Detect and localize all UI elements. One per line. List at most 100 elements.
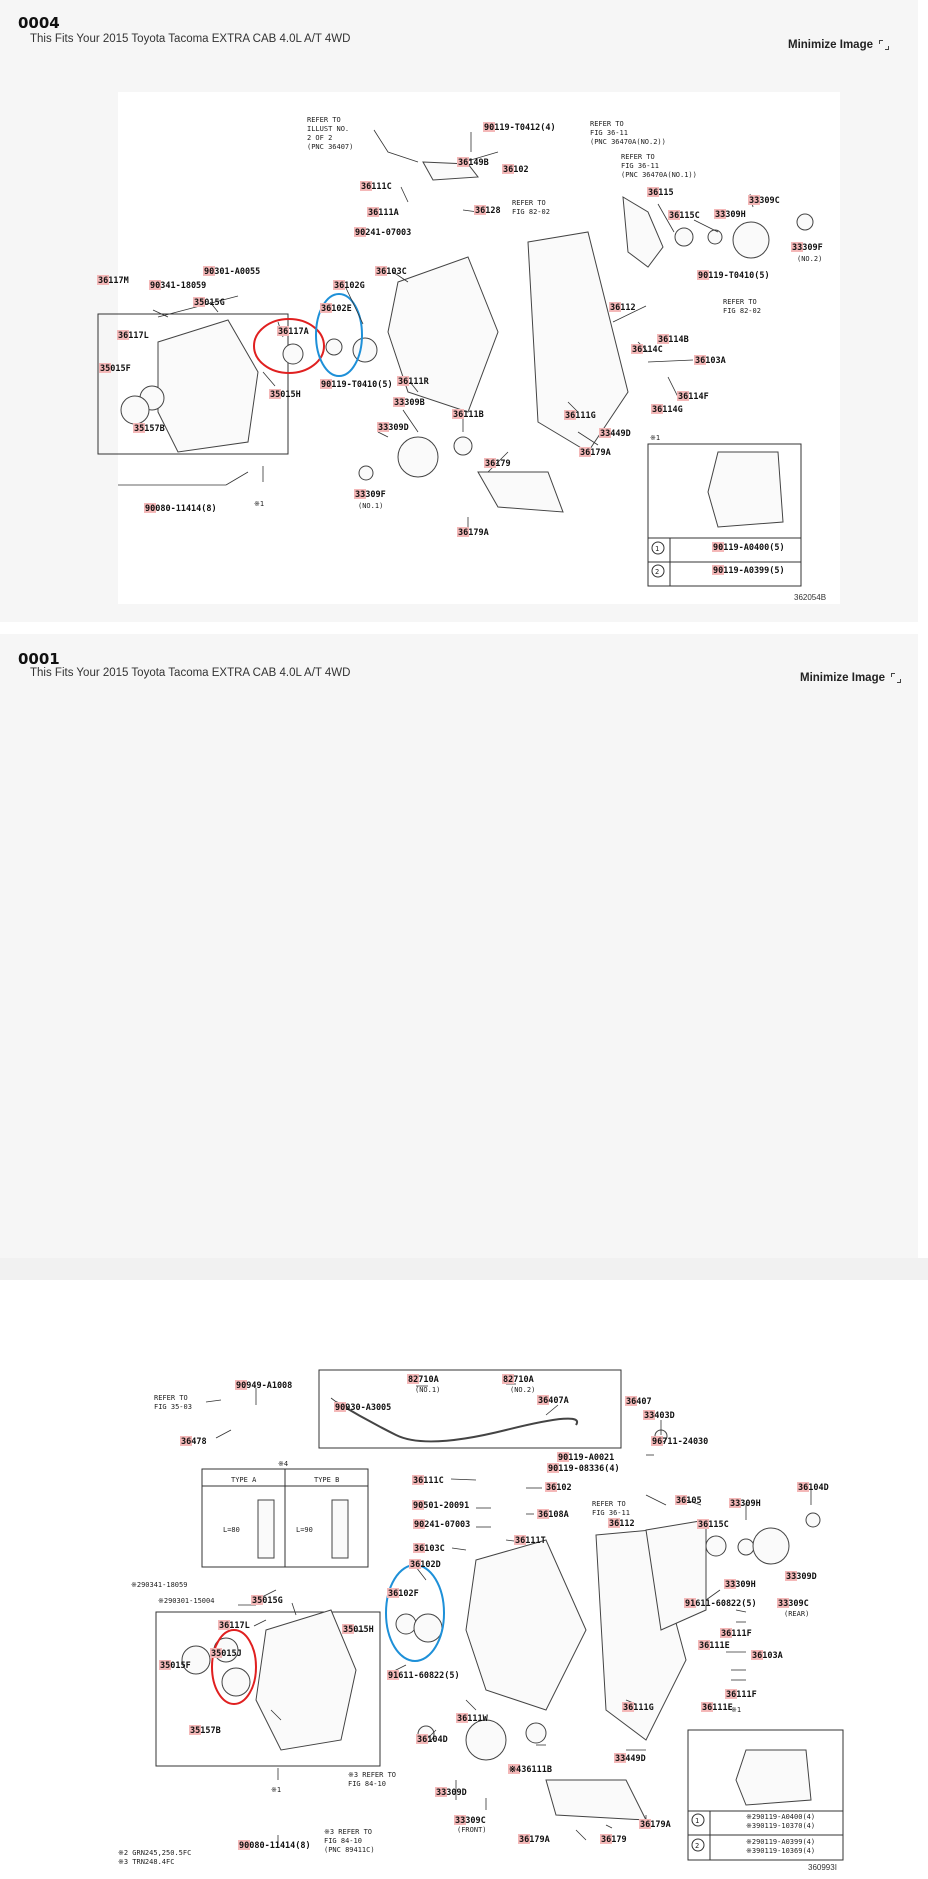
part-number-highlight <box>668 210 680 220</box>
part-number-highlight <box>397 376 409 386</box>
leader-line <box>402 409 419 433</box>
part-label: 33449D <box>600 429 631 439</box>
part-number-highlight <box>697 270 709 280</box>
part-label: ※1 <box>271 1786 281 1794</box>
part-label: FIG 84-10 <box>324 1837 362 1845</box>
part-number-highlight <box>387 1588 399 1598</box>
part-label: 2 OF 2 <box>307 134 332 142</box>
part-number-highlight <box>614 1753 626 1763</box>
ring <box>120 395 150 425</box>
ring <box>181 1645 211 1675</box>
part-number-highlight <box>643 1410 655 1420</box>
leader-line <box>345 287 364 325</box>
part-number-highlight <box>413 1543 425 1553</box>
part-label: ※3 TRN248.4FC <box>118 1858 174 1866</box>
part-number-highlight <box>269 389 281 399</box>
part-label: 36179A <box>519 1835 550 1845</box>
part-label: FIG 35-03 <box>154 1403 192 1411</box>
part-number-highlight <box>144 503 156 513</box>
part-label: 36115C <box>669 211 700 221</box>
part-label: REFER TO <box>590 120 624 128</box>
leader-line <box>605 1824 613 1829</box>
part-label: (NO.2) <box>510 1386 535 1394</box>
part-label: 36111F <box>721 1629 752 1639</box>
part-label: (REAR) <box>784 1610 809 1618</box>
subassembly-box <box>155 1611 381 1767</box>
part-number-highlight <box>518 1834 530 1844</box>
leader-line <box>373 129 419 163</box>
part-label: ※390119-10370(4) <box>746 1822 815 1830</box>
part-number-highlight <box>407 1374 419 1384</box>
part-number-highlight <box>277 326 289 336</box>
part-number-highlight <box>235 1380 247 1390</box>
part-number-highlight <box>625 1396 637 1406</box>
seal-ring <box>325 338 343 356</box>
companion-flange-rear <box>752 1527 790 1565</box>
part-label: FIG 82-02 <box>512 208 550 216</box>
part-number-highlight <box>377 422 389 432</box>
part-number-highlight <box>631 344 643 354</box>
part-label: 36114B <box>658 335 689 345</box>
leader-line <box>409 381 419 393</box>
part-label: 36103A <box>695 356 726 366</box>
part-label: TYPE A <box>231 1476 257 1484</box>
part-label: 90119-T0412(4) <box>484 123 556 133</box>
part-number-highlight <box>622 1702 634 1712</box>
part-number-highlight <box>99 363 111 373</box>
front-output-bearing <box>352 337 378 363</box>
part-label: 91611-60822(5) <box>685 1599 757 1609</box>
oil-seal <box>221 1667 251 1697</box>
part-number-highlight <box>367 207 379 217</box>
part-number-highlight <box>342 1624 354 1634</box>
collapse-icon <box>891 673 901 683</box>
part-label: (NO.1) <box>358 502 383 510</box>
part-number-highlight <box>320 303 332 313</box>
leader-line <box>215 1429 232 1439</box>
part-number-highlight <box>751 1650 763 1660</box>
part-number-highlight <box>502 164 514 174</box>
part-number-highlight <box>545 1482 557 1492</box>
part-label: 33309C <box>455 1816 486 1826</box>
part-label: 36179A <box>640 1820 671 1830</box>
part-number-highlight <box>677 391 689 401</box>
diagram-code: 362054B <box>794 593 826 602</box>
card-title: 0004 <box>18 14 60 32</box>
leader-line <box>291 1602 297 1616</box>
part-label: 90119-A0400(5) <box>713 543 785 553</box>
part-number-highlight <box>474 205 486 215</box>
part-number-highlight <box>608 1518 620 1528</box>
part-label: 35015F <box>160 1661 191 1671</box>
leader-line <box>270 1709 282 1721</box>
leader-line <box>465 1699 477 1711</box>
leader-line <box>575 1829 587 1841</box>
leader-line <box>735 1609 747 1613</box>
minimize-image-button[interactable]: Minimize Image <box>788 39 889 51</box>
seal <box>525 1722 547 1744</box>
part-number-highlight <box>435 1787 447 1797</box>
part-number-highlight <box>354 227 366 237</box>
part-number-highlight <box>537 1395 549 1405</box>
part-label: 33309D <box>378 423 409 433</box>
companion-flange-rear <box>732 221 770 259</box>
part-number-highlight <box>333 280 345 290</box>
part-label: 36149B <box>458 158 489 168</box>
seal <box>674 227 694 247</box>
part-label: 36111W <box>457 1714 489 1724</box>
part-label: 33309F <box>792 243 823 253</box>
part-number-highlight <box>218 1620 230 1630</box>
leader-line <box>450 1478 477 1481</box>
part-number-highlight <box>457 157 469 167</box>
part-number-highlight <box>748 195 760 205</box>
minimize-image-button[interactable]: Minimize Image <box>800 672 901 684</box>
part-label: (PNC 36470A(NO.2)) <box>590 138 666 146</box>
part-number-highlight <box>557 1452 569 1462</box>
part-label: ※1 <box>731 1706 741 1714</box>
part-label: 36111F <box>726 1690 757 1700</box>
part-number-highlight <box>785 1571 797 1581</box>
part-label: 36112 <box>610 303 636 313</box>
part-label: 36114G <box>652 405 683 415</box>
leader-line <box>647 359 694 363</box>
minimize-label: Minimize Image <box>788 39 873 51</box>
part-label: ※290301-15004 <box>158 1597 214 1605</box>
diagram-code: 360993I <box>808 1863 837 1872</box>
